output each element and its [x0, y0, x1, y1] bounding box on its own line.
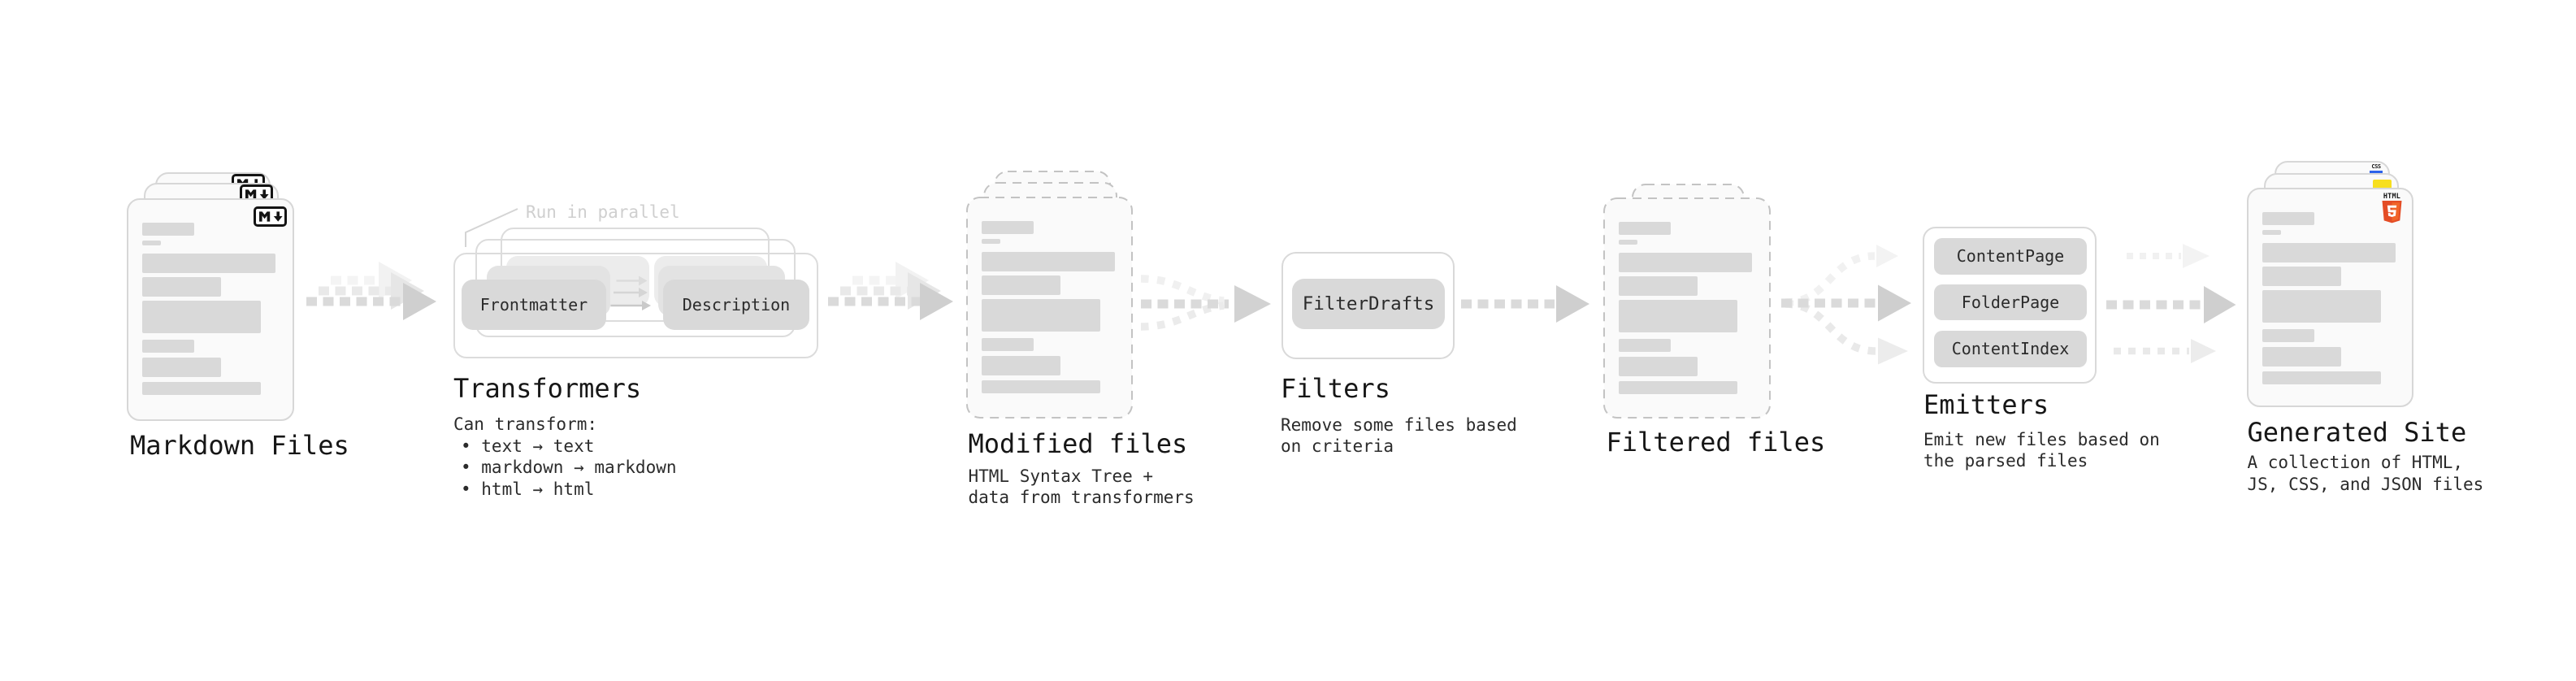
parallel-transform-arrows	[610, 275, 651, 310]
transformers-bullet-1: • text → text	[461, 436, 595, 456]
filter-drafts-label: FilterDrafts	[1302, 293, 1435, 314]
transformers-label: Transformers	[453, 372, 642, 404]
skeleton-line	[2262, 328, 2314, 342]
content-page-emitter: ContentPage	[1934, 238, 2087, 275]
skeleton-line	[2262, 266, 2341, 286]
skeleton-line	[981, 275, 1060, 295]
skeleton-line	[1619, 380, 1737, 394]
emitters-label: Emitters	[1923, 388, 2049, 420]
skeleton-line	[2262, 289, 2381, 323]
filters-caption-line2: on criteria	[1281, 436, 1394, 457]
transformers-caption-intro: Can transform:	[453, 414, 598, 434]
generated-site-caption-line1: A collection of HTML,	[2247, 453, 2464, 473]
skeleton-line	[981, 252, 1115, 271]
file-content-skeleton	[981, 221, 1115, 393]
arrow-filtered-to-emitters	[1781, 245, 1911, 365]
skeleton-line	[1619, 338, 1671, 352]
frontmatter-transformer: Frontmatter	[462, 280, 606, 330]
skeleton-line	[142, 340, 194, 353]
content-index-label: ContentIndex	[1951, 339, 2070, 359]
frontmatter-label: Frontmatter	[479, 295, 588, 314]
skeleton-line	[2262, 371, 2381, 384]
skeleton-line	[142, 382, 261, 395]
html5-shield	[2382, 201, 2402, 223]
skeleton-line	[2262, 346, 2341, 367]
skeleton-line	[1619, 275, 1698, 296]
skeleton-line	[981, 239, 1000, 244]
description-transformer: Description	[663, 280, 809, 330]
arrow-modified-to-filters	[1140, 275, 1271, 331]
skeleton-line	[1619, 299, 1737, 332]
skeleton-line	[1619, 252, 1752, 272]
skeleton-line	[981, 356, 1060, 375]
filters-caption: Remove some files based on criteria	[1281, 414, 1517, 458]
markdown-files-label: Markdown Files	[130, 429, 349, 461]
markdown-icon	[254, 206, 287, 227]
skeleton-line	[981, 221, 1034, 234]
skeleton-line	[142, 223, 194, 236]
emitters-caption: Emit new files based on the parsed files	[1923, 429, 2160, 472]
skeleton-line	[2262, 229, 2281, 235]
css-badge: CSS	[2370, 163, 2383, 173]
skeleton-line	[1619, 221, 1671, 235]
folder-page-emitter: FolderPage	[1934, 284, 2087, 320]
run-in-parallel-note: Run in parallel	[526, 202, 680, 222]
file-content-skeleton	[142, 223, 275, 395]
emitters-caption-line1: Emit new files based on	[1923, 429, 2160, 449]
modified-files-caption-line1: HTML Syntax Tree +	[968, 466, 1154, 486]
arrow-transformers-to-modified	[828, 262, 953, 320]
skeleton-line	[142, 277, 221, 297]
description-label: Description	[682, 295, 791, 314]
folder-page-label: FolderPage	[1961, 292, 2060, 312]
skeleton-line	[1619, 239, 1637, 245]
file-content-skeleton	[2262, 211, 2396, 384]
transformer-frame-front	[453, 253, 818, 358]
transformers-bullet-3: • html → html	[461, 479, 595, 499]
file-content-skeleton	[1619, 221, 1752, 394]
transformers-bullet-2: • markdown → markdown	[461, 458, 677, 477]
skeleton-line	[1619, 356, 1698, 376]
html5-icon: HTML	[2382, 193, 2402, 223]
modified-files-caption-line2: data from transformers	[968, 488, 1195, 508]
html5-icon-wordmark: HTML	[2383, 193, 2401, 201]
run-in-parallel-callout-line	[465, 208, 518, 247]
arrow-markdown-to-transformers	[306, 262, 436, 320]
skeleton-line	[142, 301, 261, 333]
css-badge-bar	[2370, 171, 2383, 173]
generated-site-caption-line2: JS, CSS, and JSON files	[2247, 474, 2484, 494]
filtered-files-label: Filtered files	[1606, 426, 1826, 458]
markdown-logo	[254, 206, 287, 227]
content-page-label: ContentPage	[1956, 246, 2065, 267]
filter-drafts-filter: FilterDrafts	[1292, 279, 1445, 329]
modified-files-label: Modified files	[968, 427, 1188, 459]
css-badge-label: CSS	[2371, 163, 2381, 170]
skeleton-line	[981, 380, 1100, 393]
transformers-caption: Can transform: • text → text • markdown …	[453, 414, 677, 500]
filters-caption-line1: Remove some files based	[1281, 414, 1517, 435]
filters-label: Filters	[1281, 373, 1390, 405]
skeleton-line	[142, 254, 275, 273]
arrow-filters-to-filtered	[1461, 285, 1589, 323]
skeleton-line	[981, 338, 1034, 351]
emitters-caption-line2: the parsed files	[1923, 451, 2088, 471]
content-index-emitter: ContentIndex	[1934, 331, 2087, 367]
skeleton-line	[2262, 242, 2396, 262]
skeleton-line	[981, 299, 1100, 332]
skeleton-line	[142, 358, 221, 377]
skeleton-line	[2262, 211, 2314, 225]
generated-site-caption: A collection of HTML, JS, CSS, and JSON …	[2248, 452, 2484, 495]
generated-site-label: Generated Site	[2247, 417, 2467, 449]
arrow-emitters-to-generated	[2106, 244, 2236, 363]
skeleton-line	[142, 241, 161, 245]
modified-files-caption: HTML Syntax Tree + data from transformer…	[969, 466, 1195, 509]
